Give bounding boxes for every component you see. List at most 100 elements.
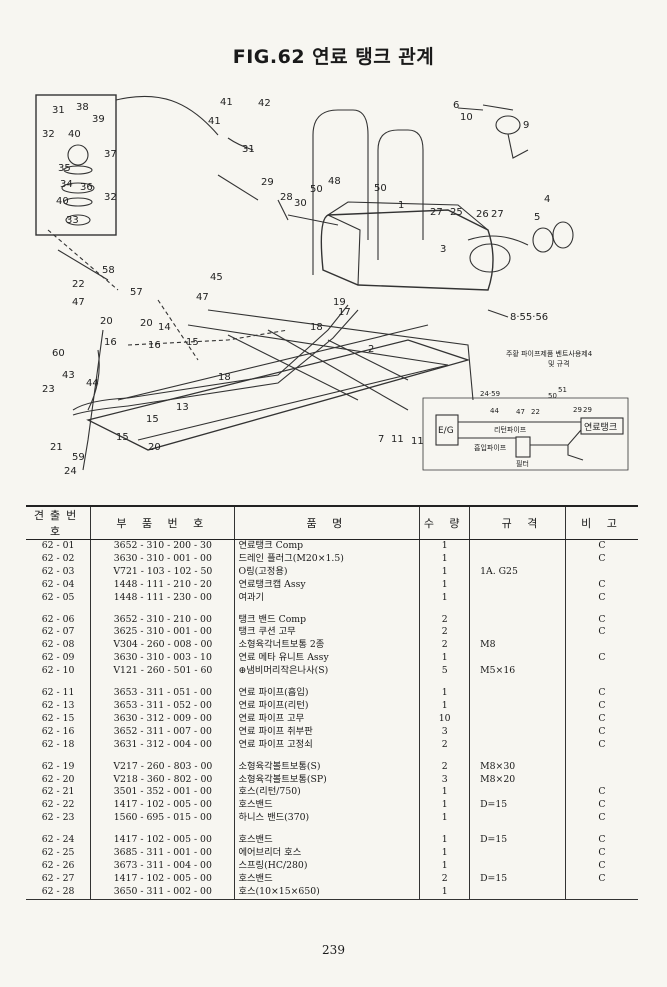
cell-qty: 1 (419, 847, 470, 860)
cell-qty: 1 (419, 552, 470, 566)
cell-name: 연료 파이프(흡입) (234, 687, 420, 700)
callout: 24·59 (480, 390, 500, 398)
cell-name: ⊕냄비머리작은나사(S) (234, 665, 420, 679)
cell-qty: 1 (419, 799, 470, 813)
cell-qty: 3 (419, 725, 470, 739)
cell-qty: 1 (419, 834, 470, 848)
cell-no: 62 - 02 (41, 552, 75, 564)
callout: 39 (92, 114, 105, 125)
cell-spec (469, 738, 566, 752)
callout: 40 (68, 129, 81, 140)
callout: 20 (148, 442, 161, 453)
cell-note (564, 773, 638, 787)
cell-note: C (564, 799, 638, 813)
callout: 37 (104, 149, 117, 160)
cell-name: 호스밴드 (234, 799, 420, 813)
callout: 3 (440, 244, 446, 255)
cell-no: 62 - 15 (41, 712, 75, 724)
cell-name: 연료 메타 유니트 Assy (234, 652, 420, 666)
cell-no: 62 - 21 (41, 786, 75, 798)
cell-qty: 1 (419, 565, 470, 579)
cell-qty: 2 (419, 626, 470, 640)
flow-box-label: 연료탱크 (584, 422, 617, 433)
callout: 59 (72, 452, 85, 463)
callout: 17 (338, 307, 351, 318)
exploded-parts-diagram: 6 10 9 42 41 41 31 31 38 39 32 40 37 35 … (28, 80, 643, 480)
callout: 27 (491, 209, 504, 220)
cell-pn: 3653 - 311 - 051 - 00 (90, 687, 235, 700)
cell-spec (469, 552, 566, 566)
spacer-cell (564, 604, 638, 614)
callout: 20 (140, 318, 153, 329)
cell-pn: 3630 - 312 - 009 - 00 (90, 712, 235, 726)
cell-qty: 1 (419, 786, 470, 800)
callout: 28 (280, 192, 293, 203)
callout: 21 (50, 442, 63, 453)
cell-note: C (564, 687, 638, 700)
spacer-cell (90, 604, 235, 614)
cell-no: 62 - 27 (41, 872, 75, 884)
cell-qty: 1 (419, 699, 470, 713)
cell-pn: 3630 - 310 - 003 - 10 (90, 652, 235, 666)
cell-no: 62 - 19 (41, 760, 75, 772)
cell-pn: 1560 - 695 - 015 - 00 (90, 812, 235, 826)
spacer-cell (564, 678, 638, 688)
cell-note: C (564, 738, 638, 752)
callout: 10 (460, 112, 473, 123)
flow-line-label: 흡입파이프 (474, 443, 507, 452)
spacer-cell (90, 825, 235, 835)
spacer-cell (419, 678, 470, 688)
cell-spec (469, 652, 566, 666)
cell-pn: V121 - 260 - 501 - 60 (90, 665, 235, 679)
cell-qty: 2 (419, 760, 470, 774)
callout: 22 (72, 279, 85, 290)
callout: 50 (548, 392, 557, 400)
cell-name: 연료탱크 Comp (234, 539, 420, 553)
cell-qty: 2 (419, 639, 470, 653)
callout: 60 (52, 348, 65, 359)
callout: 15 (186, 337, 199, 348)
callout: 38 (76, 102, 89, 113)
cell-name: 드레인 플러그(M20×1.5) (234, 552, 420, 566)
cell-no: 62 - 26 (41, 859, 75, 871)
cell-pn: 3501 - 352 - 001 - 00 (90, 786, 235, 800)
cell-qty: 3 (419, 773, 470, 787)
cell-no: 62 - 08 (41, 639, 75, 651)
cell-name: 소형육각볼트보통(SP) (234, 773, 420, 787)
callout: 32 (42, 129, 55, 140)
callout: 27 (430, 207, 443, 218)
cell-name: 여과기 (234, 591, 420, 605)
cell-no: 62 - 07 (41, 626, 75, 638)
cell-pn: 3650 - 311 - 002 - 00 (90, 885, 235, 900)
cell-qty: 1 (419, 859, 470, 873)
callout: 20 (100, 316, 113, 327)
callout: 42 (258, 98, 271, 109)
cell-spec (469, 539, 566, 553)
callout: 32 (104, 192, 117, 203)
callout: 16 (148, 340, 161, 351)
callout: 18 (310, 322, 323, 333)
cell-spec: D=15 (469, 799, 566, 813)
cell-qty: 1 (419, 885, 470, 900)
diagram-drawing: 6 10 9 42 41 41 31 31 38 39 32 40 37 35 … (35, 94, 629, 477)
cell-name: 호스(10×15×650) (234, 885, 420, 900)
cell-no: 62 - 04 (41, 578, 75, 590)
cell-note: C (564, 539, 638, 553)
cell-spec (469, 699, 566, 713)
spacer-cell (234, 604, 420, 614)
diagram-callouts: 6 10 9 42 41 41 31 31 38 39 32 40 37 35 … (42, 97, 592, 477)
cell-pn: 3652 - 310 - 200 - 30 (90, 539, 235, 553)
cell-pn: 3630 - 310 - 001 - 00 (90, 552, 235, 566)
callout: 29 (573, 406, 582, 414)
